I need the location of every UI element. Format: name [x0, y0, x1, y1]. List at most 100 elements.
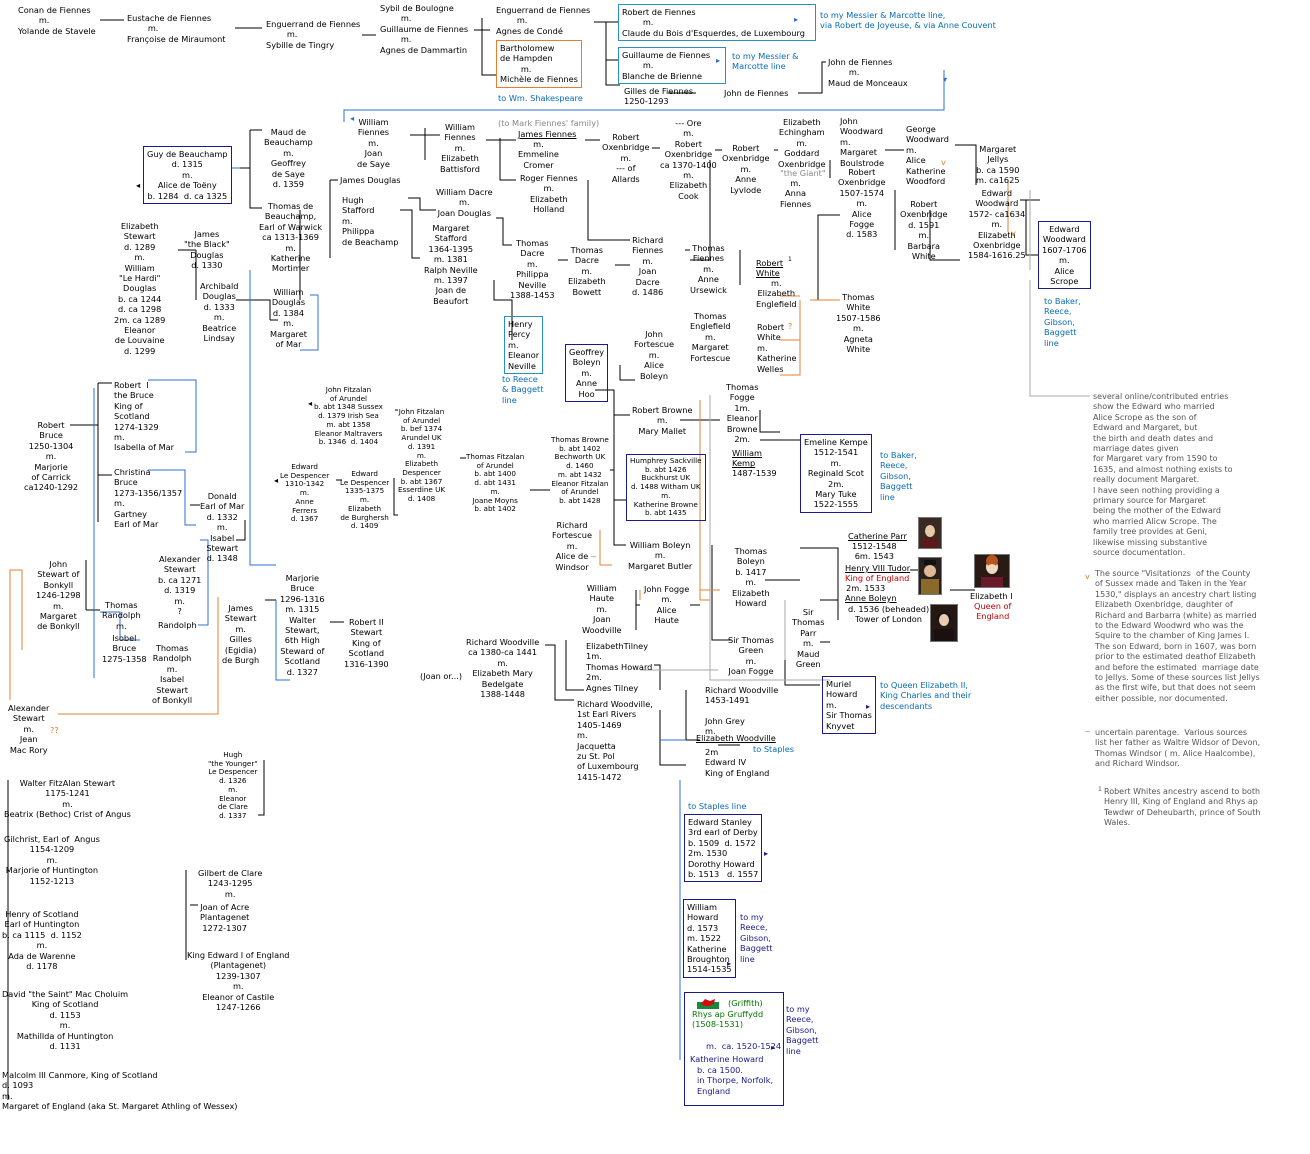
person-richard-fiennes: Richard Fiennes m. Joan Dacre d. 1486: [632, 235, 664, 298]
person-thomas-randolph: Thomas Randolph m.: [102, 600, 141, 631]
person-robert-de-fiennes: Robert de Fiennes m. Claude du Bois d'Es…: [618, 4, 816, 42]
person-guillaume-de-fiennes: Sybil de Boulogne m. Guillaume de Fienne…: [380, 3, 469, 55]
link-to-staples[interactable]: to Staples: [753, 744, 795, 754]
title-king-of-england: King of England: [845, 573, 910, 583]
person-robert-oxenbridge-fogge: Robert Oxenbridge 1507-1574 m. Alice Fog…: [838, 167, 886, 240]
person-sir-thomas-green: Sir Thomas Green m. Joan Fogge: [728, 635, 774, 677]
person-randolph: Randolph: [158, 620, 197, 630]
arrow-right-icon: ▸: [794, 14, 799, 24]
person-thomas-de-beauchamp: Thomas de Beauchamp, Earl of Warwick ca …: [259, 201, 323, 274]
person-james-stewart: James Stewart m. Gilles (Egidia) de Burg…: [222, 603, 260, 666]
person-richard-woodville: Richard Woodville ca 1380-ca 1441 m. Eli…: [466, 637, 540, 700]
person-james-the-black-douglas: James "the Black" Douglas d. 1330: [184, 229, 230, 271]
person-robert-ii-stewart: Robert II Stewart King of Scotland 1316-…: [344, 617, 389, 669]
note-robert-white-ancestry: Robert Whites ancestry ascend to both He…: [1104, 787, 1261, 828]
person-thomas-englefield: Thomas Englefield m. Margaret Fortescue: [690, 311, 731, 363]
portrait-anne-boleyn: [930, 604, 958, 642]
person-roger-fiennes: Roger Fiennes m. Elizabeth Holland: [520, 173, 578, 215]
person-john-fitzalan-2: John Fitzalan of Arundel b. bef 1374 Aru…: [398, 407, 446, 504]
person-gilbert-de-clare: Gilbert de Clare 1243-1295 m.: [198, 868, 263, 899]
link-to-baker-reece-gibson-2[interactable]: to Baker, Reece, Gibson, Baggett line: [880, 450, 917, 502]
person-henry-viii-tudor: Henry VIII Tudor: [845, 563, 911, 573]
person-john-de-fiennes: John de Fiennes: [724, 88, 789, 98]
person-william-kemp-dates: 1487-1539: [732, 468, 777, 478]
person-enguerrand-de-fiennes: Enguerrand de Fiennes m. Sybille de Ting…: [266, 19, 361, 50]
person-eustache-de-fiennes: Eustache de Fiennes m. Françoise de Mira…: [127, 13, 226, 44]
portrait-catherine-parr: [918, 517, 942, 549]
person-elizabeth-echingham: Elizabeth Echingham m. Goddard Oxenbridg…: [778, 117, 826, 169]
person-william-fiennes: William Fiennes m. Joan de Saye: [357, 117, 390, 169]
arrow-right-icon: ▸: [771, 1042, 776, 1052]
link-to-reece-gibson-baggett[interactable]: to my Reece, Gibson, Baggett line: [740, 912, 773, 964]
link-to-baker-reece-gibson[interactable]: to Baker, Reece, Gibson, Baggett line: [1044, 296, 1081, 348]
person-hugh-le-despencer: Hugh "the Younger" Le Despencer d. 1326 …: [208, 750, 258, 820]
arrow-left-icon: ◂: [274, 475, 279, 485]
link-to-reece-gibson-baggett-2[interactable]: to my Reece, Gibson, Baggett line: [786, 1004, 819, 1056]
person-john-fitzalan: John Fitzalan of Arundel b. abt 1348 Sus…: [314, 385, 383, 447]
person-margaret-stafford: Margaret Stafford 1364-1395 m. 1381 Ralp…: [424, 223, 478, 306]
person-william-kemp: William Kemp: [732, 448, 763, 469]
person-robert-white: Robert: [756, 258, 784, 268]
marriage-rhys-katherine: m. ca. 1520-1524: [706, 1041, 782, 1051]
person-david-the-saint: David "the Saint" Mac Choluim King of Sc…: [2, 989, 129, 1052]
person-gilchrist-earl-of-angus: Gilchrist, Earl of Angus 1154-1209 m. Ma…: [4, 834, 100, 886]
arrow-right-icon: ▸: [727, 958, 732, 968]
person-william-fiennes-2: William Fiennes m. Elizabeth Battisford: [440, 122, 480, 174]
arrow-right-icon: ▸: [764, 848, 769, 858]
note-joan-or: (Joan or...): [420, 671, 463, 681]
person-john-fortescue: John Fortescue m. Alice Boleyn: [634, 329, 675, 381]
person-elizabeth-i: Elizabeth I: [970, 591, 1013, 601]
person-alexander-stewart: Alexander Stewart b. ca 1271 d. 1319 m. …: [158, 554, 202, 617]
person-emeline-kempe: Emeline Kempe 1512-1541 m. Reginald Scot…: [800, 434, 872, 513]
link-to-queen-elizabeth-ii[interactable]: to Queen Elizabeth II, King Charles and …: [880, 680, 972, 711]
footnote-mark-1: 1: [788, 256, 792, 263]
link-to-messier-marcotte-2[interactable]: to my Messier & Marcotte line: [732, 51, 799, 72]
person-gilles-de-fiennes: Gilles de Fiennes 1250-1293: [624, 86, 694, 107]
mark-uncertain-v-note: v: [1085, 571, 1090, 581]
person-maud-de-beauchamp: Maud de Beauchamp m. Geoffrey de Saye d.…: [264, 127, 313, 190]
link-to-staples-line[interactable]: to Staples line: [688, 801, 747, 811]
link-to-shakespeare[interactable]: to Wm. Shakespeare: [498, 93, 583, 103]
person-anna-fiennes: m. Anna Fiennes: [780, 178, 812, 209]
person-conan-de-fiennes: Conan de Fiennes m. Yolande de Stavele: [18, 5, 96, 36]
person-john-grey: John Grey m.: [705, 716, 745, 737]
person-joan-of-acre: Joan of Acre Plantagenet 1272-1307: [200, 902, 250, 933]
person-edward-stanley: Edward Stanley 3rd earl of Derby b. 1509…: [684, 814, 763, 883]
person-donald-earl-of-mar: Donald Earl of Mar d. 1332 m. Isabel Ste…: [200, 491, 245, 564]
person-walter-fitzalan-stewart: Walter FitzAlan Stewart 1175-1241 m. Bea…: [4, 778, 131, 820]
box-rhys-katherine: [684, 992, 784, 1106]
person-richard-woodville-earl-rivers: Richard Woodville, 1st Earl Rivers 1405-…: [577, 699, 653, 782]
person-edward-woodward-scrope: Edward Woodward 1607-1706 m. Alice Scrop…: [1038, 221, 1091, 290]
person-humphrey-sackville: Humphrey Sackville b. abt 1426 Buckhurst…: [626, 454, 706, 521]
person-sir-thomas-parr: Sir Thomas Parr m. Maud Green: [792, 607, 825, 670]
link-to-messier-marcotte-1[interactable]: to my Messier & Marcotte line, via Rober…: [820, 10, 996, 31]
mark-question: ?: [788, 321, 793, 331]
nickname-the-giant: "the Giant": [780, 168, 826, 178]
person-catherine-parr: Catherine Parr: [848, 531, 907, 541]
person-william-dacre: William Dacre m. Joan Douglas: [436, 187, 493, 218]
mark-uncertain-v: v: [941, 157, 946, 167]
person-thomas-dacre: Thomas Dacre m. Philippa Neville 1388-14…: [510, 238, 555, 301]
person-elizabeth-stewart: Elizabeth Stewart d. 1289 m. William "Le…: [114, 221, 166, 356]
person-william-haute: William Haute m. Joan Woodville: [582, 583, 622, 635]
arrow-left-icon: ◂: [136, 180, 141, 190]
person-robert-white-surname: White: [756, 268, 780, 278]
person-thomas-dacre-2: Thomas Dacre m. Elizabeth Bowett: [568, 245, 606, 297]
person-william-boleyn: William Boleyn m. Margaret Butler: [628, 540, 693, 571]
person-katherine-howard: Katherine Howard: [690, 1054, 764, 1064]
link-to-reece-baggett[interactable]: to Reece & Baggett line: [502, 374, 544, 405]
person-robert-oxenbridge-lyvlode: Robert Oxenbridge m. Anne Lyvlode: [722, 143, 770, 195]
title-queen-of-england: Queen of England: [974, 601, 1012, 622]
person-geoffrey-boleyn: Geoffrey Boleyn m. Anne Hoo: [565, 344, 609, 403]
person-elizabeth-woodville-marriage: 2m Edward IV King of England: [705, 747, 770, 778]
person-anne-boleyn: Anne Boleyn: [845, 593, 897, 603]
person-isobel-bruce: Isobel Bruce 1275-1358: [102, 633, 147, 664]
note-uncertain-parentage: uncertain parentage. Various sources lis…: [1095, 728, 1261, 769]
person-thomas-fitzalan: Thomas Fitzalan of Arundel b. abt 1400 d…: [466, 452, 525, 514]
person-king-edward-i: King Edward I of England (Plantagenet) 1…: [187, 950, 290, 1013]
mark-uncertain-tilde-note: ~: [1084, 726, 1091, 736]
person-rhys-ap-gruffydd: Rhys ap Gruffydd (1508-1531): [692, 1009, 764, 1030]
person-muriel-howard: Muriel Howard m. Sir Thomas Knyvet: [822, 676, 876, 735]
person-margaret-jellys: Margaret Jellys b. ca 1590 m. ca1625: [976, 144, 1020, 186]
